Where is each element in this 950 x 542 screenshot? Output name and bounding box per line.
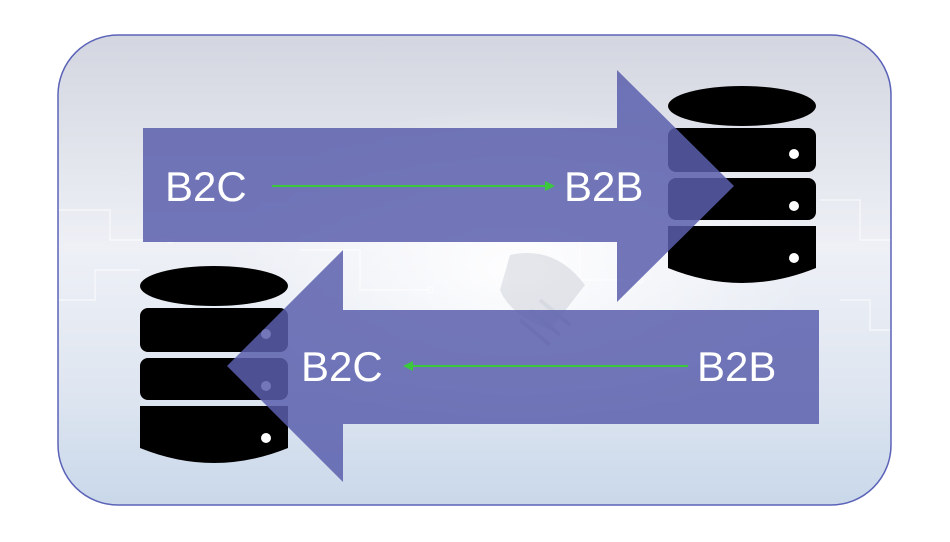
- frame-border: [57, 34, 892, 506]
- top-from-label: B2C: [165, 163, 247, 210]
- bottom-from-label: B2B: [697, 343, 776, 390]
- bottom-to-label: B2C: [301, 343, 383, 390]
- top-to-label: B2B: [564, 163, 643, 210]
